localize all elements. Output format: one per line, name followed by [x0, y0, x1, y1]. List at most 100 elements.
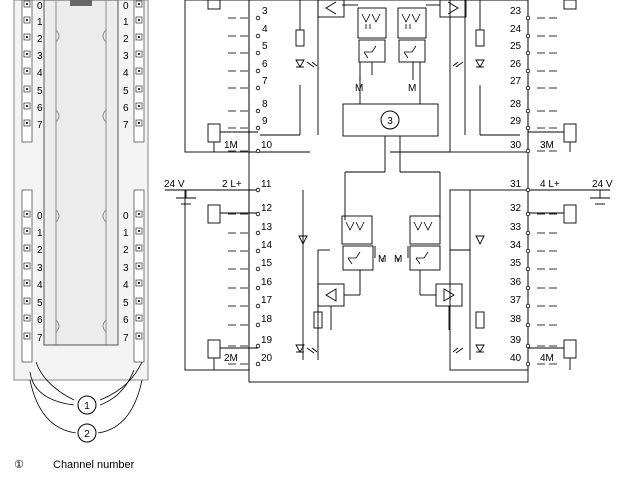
terminal-number: 28 [510, 99, 522, 110]
supply-label-2l: 2 L+ [222, 179, 242, 190]
channel-label-left: 2 [37, 245, 43, 256]
status-led-dot [26, 36, 28, 38]
channel-label-right: 5 [123, 298, 129, 309]
terminal-number: 34 [510, 240, 522, 251]
status-led-dot [138, 53, 140, 55]
terminal-mark-right [525, 108, 558, 114]
terminal-mark-right [525, 68, 558, 74]
terminal-number: 38 [510, 314, 522, 325]
status-led-dot [26, 317, 28, 319]
module-front [13, 0, 149, 381]
callout-2-label: 2 [84, 429, 90, 440]
terminal-mark-right [525, 125, 558, 131]
channel-label-left: 6 [37, 315, 43, 326]
status-led-dot [138, 282, 140, 284]
terminal-number: 27 [510, 76, 522, 87]
optocoupler-glyphs [345, 13, 433, 265]
callout-leaders [29, 361, 143, 434]
terminal-mark-left [227, 15, 261, 21]
terminal-mark-right [525, 343, 558, 349]
terminal-number: 39 [510, 335, 522, 346]
status-led-dot [138, 247, 140, 249]
status-led-dot [138, 19, 140, 21]
callout-1: 1 [77, 395, 97, 415]
status-led-dot [138, 105, 140, 107]
common-label-2m: 2M [224, 353, 238, 364]
terminal-number: 35 [510, 258, 522, 269]
terminal-mark-left [227, 108, 261, 114]
terminal-mark-right [525, 50, 558, 56]
voltage-label-right: 24 V [592, 179, 613, 190]
status-led-dot [138, 3, 140, 5]
terminal-rows [227, 15, 558, 367]
status-led-dot [26, 70, 28, 72]
callout-1-label: 1 [84, 401, 90, 412]
terminal-number: 8 [262, 99, 268, 110]
ground-label: M [355, 83, 363, 94]
amplifier-symbols [325, 1, 459, 302]
terminal-mark-left [227, 266, 261, 272]
terminal-mark-left [227, 50, 261, 56]
terminal-number: 4 [262, 24, 268, 35]
common-label-4m: 4M [540, 353, 554, 364]
ground-label: M [408, 83, 416, 94]
terminal-number: 7 [262, 76, 268, 87]
channel-label-right: 4 [123, 68, 129, 79]
terminal-mark-right [525, 266, 558, 272]
status-led-dot [26, 335, 28, 337]
terminal-number: 10 [261, 140, 273, 151]
terminal-mark-right [525, 33, 558, 39]
channel-label-left: 3 [37, 51, 43, 62]
channel-label-right: 3 [123, 51, 129, 62]
channel-label-left: 1 [37, 228, 43, 239]
status-led-dot [26, 122, 28, 124]
terminal-number: 16 [261, 277, 273, 288]
terminal-number: 13 [261, 222, 273, 233]
channel-label-right: 1 [123, 17, 129, 28]
callout-3: 3 [380, 110, 400, 130]
common-label-3m: 3M [540, 140, 554, 151]
voltage-label-left: 24 V [164, 179, 185, 190]
channel-label-left: 4 [37, 280, 43, 291]
channel-label-right: 3 [123, 263, 129, 274]
channel-labels: 0 1 2 3 4 5 6 7 0 1 2 3 4 5 6 7 0 1 2 3 … [37, 1, 129, 344]
status-led-dot [138, 335, 140, 337]
status-led-dot [26, 213, 28, 215]
terminal-mark-left [227, 343, 261, 349]
terminal-mark-right [525, 85, 558, 91]
terminal-number: 19 [261, 335, 273, 346]
status-led-dot [26, 105, 28, 107]
terminal-number: 33 [510, 222, 522, 233]
status-led-dot [26, 88, 28, 90]
status-led-dot [138, 265, 140, 267]
channel-label-right: 1 [123, 228, 129, 239]
terminal-mark-left [227, 33, 261, 39]
terminal-mark-right [525, 230, 558, 236]
channel-label-right: 2 [123, 34, 129, 45]
terminal-number: 25 [510, 41, 522, 52]
status-led-dot [26, 265, 28, 267]
supply-label-4l: 4 L+ [540, 179, 560, 190]
terminal-mark-right [525, 248, 558, 254]
channel-label-right: 0 [123, 211, 129, 222]
terminal-number: 31 [510, 179, 522, 190]
terminal-number: 37 [510, 295, 522, 306]
status-led-dot [138, 88, 140, 90]
terminal-mark-left [227, 303, 261, 309]
terminal-number: 18 [261, 314, 273, 325]
channel-label-right: 5 [123, 86, 129, 97]
terminal-mark-right [525, 303, 558, 309]
terminal-number: 12 [261, 203, 273, 214]
terminal-mark-left [227, 285, 261, 291]
terminal-number: 29 [510, 116, 522, 127]
supply-labels: 1M 3M 2M 4M 2 L+ 4 L+ 24 V 24 V M M M M [164, 83, 613, 364]
channel-label-left: 0 [37, 1, 43, 12]
terminal-number: 40 [510, 353, 522, 364]
terminal-number: 3 [262, 6, 268, 17]
status-led-dot [26, 53, 28, 55]
terminal-mark-left [227, 68, 261, 74]
status-led-dot [138, 122, 140, 124]
terminal-mark-right [525, 285, 558, 291]
terminal-number: 15 [261, 258, 273, 269]
